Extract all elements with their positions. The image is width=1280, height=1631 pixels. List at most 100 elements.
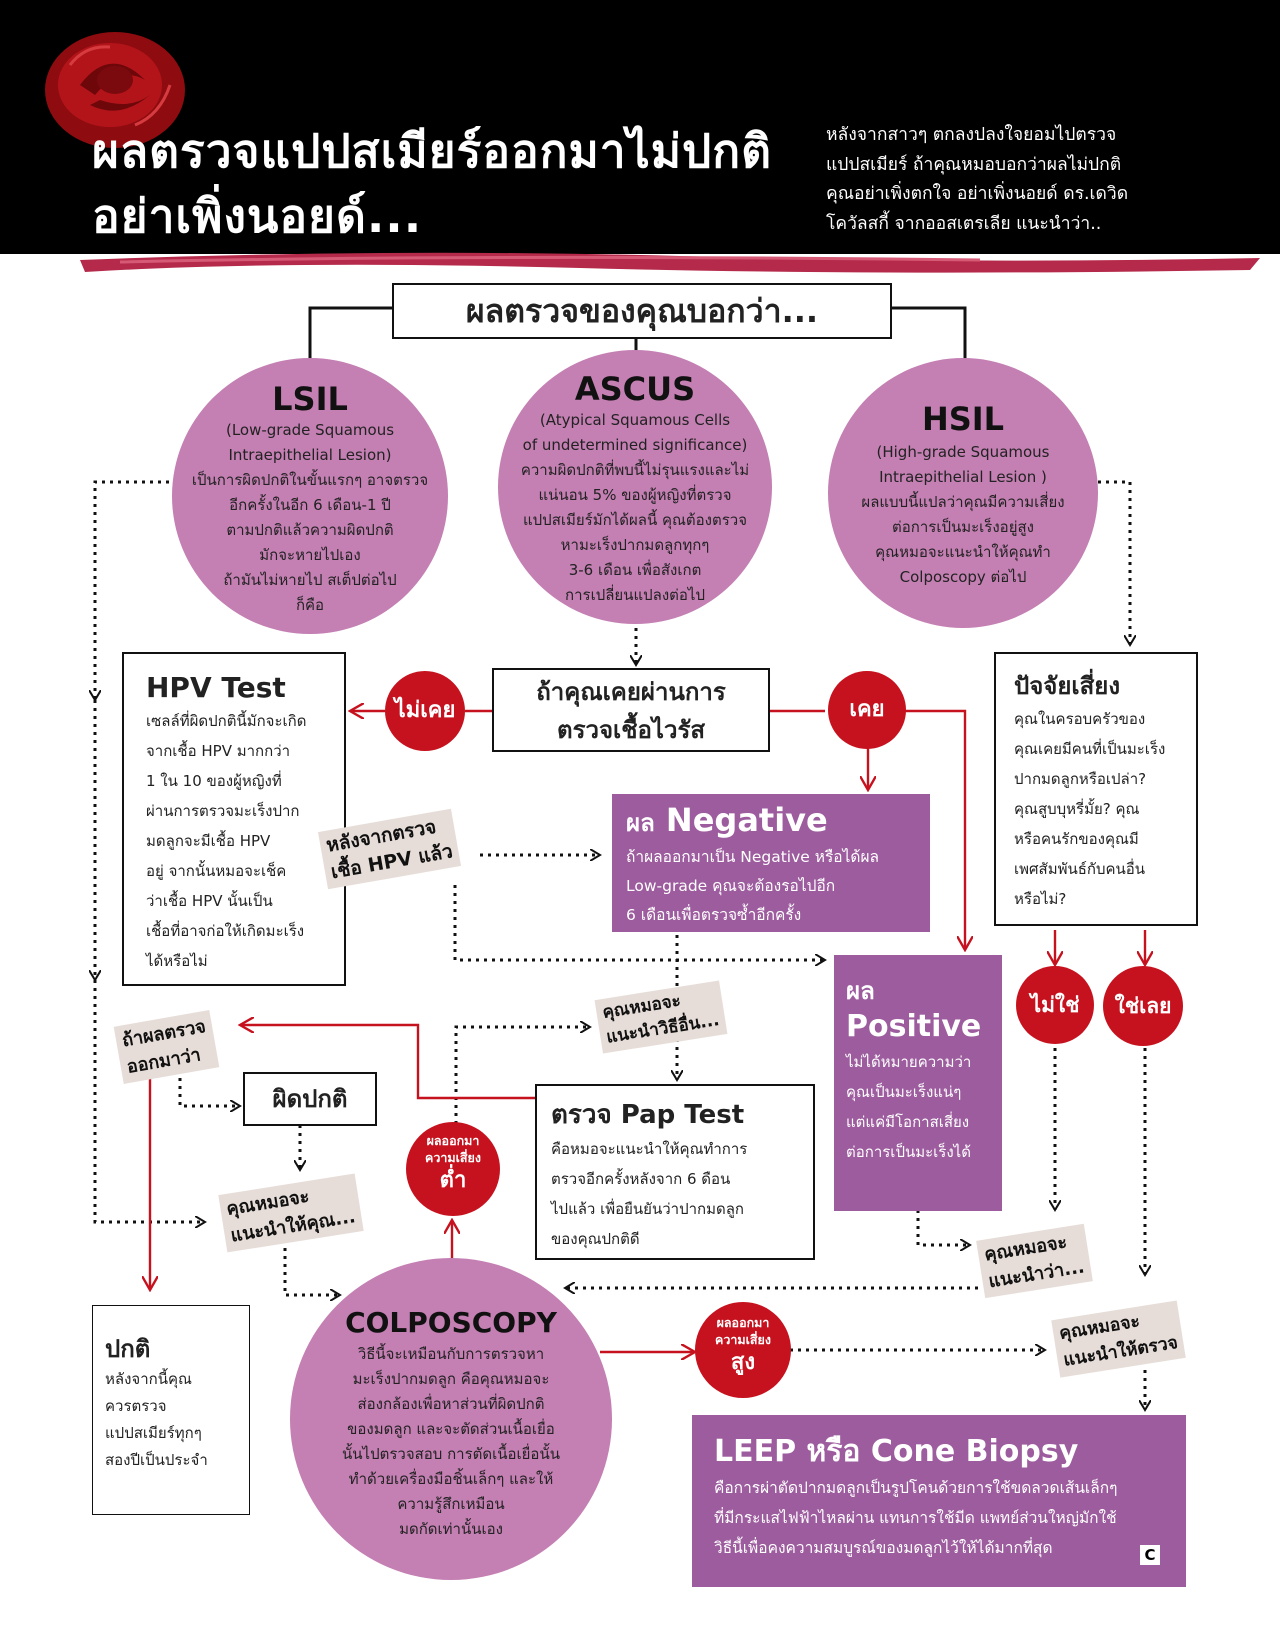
colposcopy-line: ส่องกล้องเพื่อหาส่วนที่ผิดปกติ xyxy=(357,1395,545,1413)
colposcopy-line: นั้นไปตรวจสอบ การตัดเนื้อเยื่อนั้น xyxy=(342,1445,560,1463)
positive-box: ผล Positive ไม่ได้หมายความว่า คุณเป็นมะเ… xyxy=(834,955,1002,1211)
ascus-line: การเปลี่ยนแปลงต่อไป xyxy=(565,586,705,604)
ascus-line: of undetermined significance) xyxy=(522,436,748,454)
virus-test-line: ถ้าคุณเคยผ่านการ xyxy=(536,678,726,706)
positive-line: ต่อการเป็นมะเร็งได้ xyxy=(846,1143,971,1161)
hsil-line: Colposcopy ต่อไป xyxy=(899,568,1027,586)
hsil-line: คุณหมอจะแนะนำให้คุณทำ xyxy=(875,543,1051,561)
badge-no: ไม่ใช่ xyxy=(1016,966,1094,1044)
badge-ever-text: เคย xyxy=(849,697,885,722)
normal-heading: ปกติ xyxy=(105,1335,151,1363)
ascus-line: (Atypical Squamous Cells xyxy=(539,411,731,429)
lsil-line: เป็นการผิดปกติในขั้นแรกๆ อาจตรวจ xyxy=(191,471,429,489)
colposcopy-line: มดกัดเท่านั้นเอง xyxy=(399,1520,503,1538)
hpv-heading: HPV Test xyxy=(146,671,286,704)
hpv-line: มดลูกจะมีเชื้อ HPV xyxy=(146,832,271,850)
badge-high-risk-line: ความเสี่ยง xyxy=(715,1332,771,1347)
pap-line: ของคุณปกติดี xyxy=(551,1230,640,1248)
risk-factor-box: ปัจจัยเสี่ยง คุณในครอบครัวของ คุณเคยมีคน… xyxy=(994,652,1198,926)
hpv-line: เชื้อที่อาจก่อให้เกิดมะเร็ง xyxy=(146,922,305,940)
positive-line: ไม่ได้หมายความว่า xyxy=(846,1053,972,1071)
negative-prefix: ผล xyxy=(626,809,655,837)
colposcopy-line: ทำด้วยเครื่องมือชิ้นเล็กๆ และให้ xyxy=(348,1470,554,1488)
lsil-line: อีกครั้งในอีก 6 เดือน-1 ปี xyxy=(229,496,391,514)
badge-no-text: ไม่ใช่ xyxy=(1030,993,1080,1017)
negative-heading: Negative xyxy=(665,801,828,839)
hpv-line: ว่าเชื้อ HPV นั้นเป็น xyxy=(146,892,273,910)
hpv-line: จากเชื้อ HPV มากกว่า xyxy=(146,742,291,760)
positive-heading: Positive xyxy=(846,1009,982,1044)
intro-line: คุณอย่าเพิ่งตกใจ อย่าเพิ่งนอยด์ ดร.เดวิด xyxy=(826,184,1129,204)
positive-prefix: ผล xyxy=(846,977,875,1005)
colposcopy-heading: COLPOSCOPY xyxy=(345,1306,557,1339)
abnormal-box: ผิดปกติ xyxy=(243,1072,377,1126)
leep-line: ที่มีกระแสไฟฟ้าไหลผ่าน แทนการใช้มีด แพทย… xyxy=(714,1509,1117,1527)
lsil-line: ถ้ามันไม่หายไป สเต็ปต่อไป xyxy=(223,571,397,589)
intro-text: หลังจากสาวๆ ตกลงปลงใจยอมไปตรวจ แปปสเมียร… xyxy=(826,121,1246,239)
badge-never: ไม่เคย xyxy=(385,671,465,751)
colposcopy-line: มะเร็งปากมดลูก คือคุณหมอจะ xyxy=(352,1370,550,1388)
badge-low-risk-big: ต่ำ xyxy=(439,1168,467,1193)
risk-line: หรือไม่? xyxy=(1014,890,1067,908)
hsil-line: Intraepithelial Lesion ) xyxy=(879,468,1047,486)
lsil-heading: LSIL xyxy=(272,380,348,418)
positive-line: คุณเป็นมะเร็งแน่ๆ xyxy=(846,1083,962,1101)
virus-test-box: ถ้าคุณเคยผ่านการ ตรวจเชื้อไวรัส xyxy=(492,668,770,752)
risk-heading: ปัจจัยเสี่ยง xyxy=(1014,672,1121,700)
lsil-line: Intraepithelial Lesion) xyxy=(228,446,392,464)
risk-line: คุณในครอบครัวของ xyxy=(1014,710,1146,728)
badge-low-risk: ผลออกมา ความเสี่ยง ต่ำ xyxy=(406,1122,500,1216)
hsil-line: (High-grade Squamous xyxy=(876,443,1050,461)
negative-line: Low-grade คุณจะต้องรอไปอีก xyxy=(626,877,836,895)
risk-line: หรือคนรักของคุณมี xyxy=(1014,830,1139,848)
magazine-logo: C xyxy=(1140,1545,1160,1565)
risk-line: เพศสัมพันธ์กับคนอื่น xyxy=(1014,860,1146,878)
ascus-line: แน่นอน 5% ของผู้หญิงที่ตรวจ xyxy=(538,486,732,504)
lsil-circle: LSIL (Low-grade Squamous Intraepithelial… xyxy=(172,358,448,634)
results-header-text: ผลตรวจของคุณบอกว่า... xyxy=(465,292,819,330)
hsil-circle: HSIL (High-grade Squamous Intraepithelia… xyxy=(828,358,1098,628)
badge-high-risk-line: ผลออกมา xyxy=(716,1315,770,1330)
colposcopy-line: ของมดลูก และจะตัดส่วนเนื้อเยื่อ xyxy=(347,1420,555,1438)
colposcopy-line: ความรู้สึกเหมือน xyxy=(397,1495,505,1513)
leep-line: วิธีนี้เพื่อคงความสมบูรณ์ของมดลูกไว้ให้ไ… xyxy=(714,1539,1053,1557)
leep-box: LEEP หรือ Cone Biopsy คือการผ่าตัดปากมดล… xyxy=(692,1415,1186,1587)
badge-yes-text: ใช่เลย xyxy=(1114,994,1172,1018)
badge-high-risk: ผลออกมา ความเสี่ยง สูง xyxy=(695,1302,791,1398)
ascus-line: หามะเร็งปากมดลูกทุกๆ xyxy=(560,536,710,554)
hpv-line: ผ่านการตรวจมะเร็งปาก xyxy=(146,802,300,820)
normal-line: หลังจากนี้คุณ xyxy=(105,1370,192,1388)
virus-test-line: ตรวจเชื้อไวรัส xyxy=(556,716,705,744)
lsil-line: มักจะหายไปเอง xyxy=(259,546,361,564)
page-title-line2: อย่าเพิ่งนอยด์... xyxy=(92,189,423,243)
normal-line: ควรตรวจ xyxy=(105,1397,167,1415)
lipstick-stroke xyxy=(80,252,1260,273)
ascus-heading: ASCUS xyxy=(574,370,696,408)
risk-line: ปากมดลูกหรือเปล่า? xyxy=(1014,770,1147,788)
leep-heading: LEEP หรือ Cone Biopsy xyxy=(714,1434,1079,1469)
pap-line: ไปแล้ว เพื่อยืนยันว่าปากมดลูก xyxy=(551,1200,745,1218)
hsil-heading: HSIL xyxy=(921,400,1005,438)
badge-low-risk-line: ความเสี่ยง xyxy=(425,1150,481,1165)
lsil-line: ก็คือ xyxy=(295,596,325,614)
pap-line: คือหมอจะแนะนำให้คุณทำการ xyxy=(551,1140,748,1158)
intro-line: โควัลสกี้ จากออสเตรเลีย แนะนำว่า.. xyxy=(826,213,1102,234)
badge-ever: เคย xyxy=(828,671,906,749)
hpv-line: อยู่ จากนั้นหมอจะเช็ค xyxy=(146,862,287,880)
colposcopy-line: วิธีนี้จะเหมือนกับการตรวจหา xyxy=(357,1345,545,1363)
normal-line: สองปีเป็นประจำ xyxy=(105,1451,208,1469)
hsil-line: ต่อการเป็นมะเร็งอยู่สูง xyxy=(892,518,1034,536)
positive-line: แต่แค่มีโอกาสเสี่ยง xyxy=(846,1113,970,1131)
hsil-line: ผลแบบนี้แปลว่าคุณมีความเสี่ยง xyxy=(861,493,1065,511)
badge-low-risk-line: ผลออกมา xyxy=(426,1133,480,1148)
ascus-line: ความผิดปกติที่พบนี้ไม่รุนแรงและไม่ xyxy=(520,461,750,479)
hpv-test-box: HPV Test เซลล์ที่ผิดปกตินี้มักจะเกิด จาก… xyxy=(122,652,346,986)
ascus-line: 3-6 เดือน เพื่อสังเกต xyxy=(568,561,702,579)
hpv-line: ได้หรือไม่ xyxy=(146,952,208,970)
intro-line: หลังจากสาวๆ ตกลงปลงใจยอมไปตรวจ xyxy=(826,125,1117,145)
hpv-line: เซลล์ที่ผิดปกตินี้มักจะเกิด xyxy=(146,712,307,730)
badge-high-risk-big: สูง xyxy=(730,1350,756,1375)
abnormal-text: ผิดปกติ xyxy=(272,1085,348,1113)
normal-box: ปกติ หลังจากนี้คุณ ควรตรวจ แปปสเมียร์ทุก… xyxy=(92,1305,250,1515)
